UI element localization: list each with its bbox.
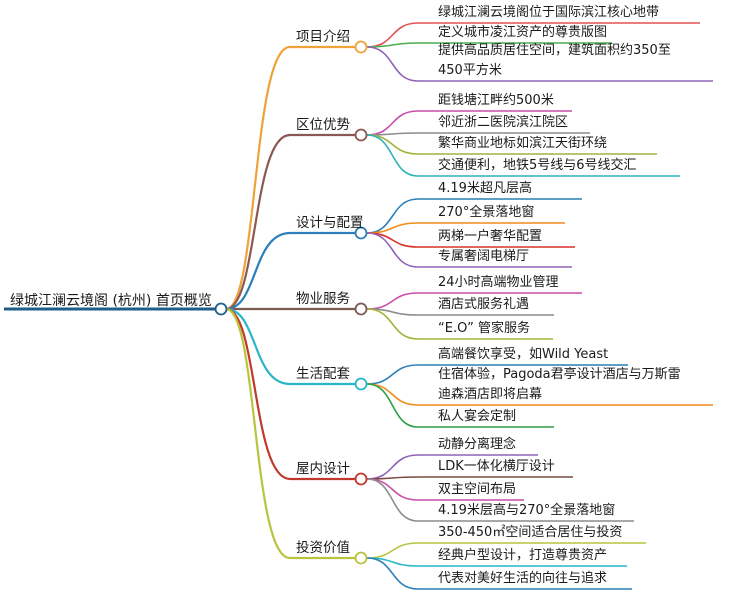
leaf-connector	[366, 476, 573, 480]
leaf-connector	[366, 134, 680, 177]
category-node	[354, 551, 368, 565]
leaf-label: 提供高品质居住空间，建筑面积约350至	[438, 43, 671, 58]
category-label: 投资价值	[296, 540, 350, 556]
category-node	[354, 302, 368, 316]
leaf-connector	[366, 232, 572, 268]
root-node	[214, 302, 228, 316]
leaf-connector	[366, 292, 582, 310]
leaf-connector	[366, 308, 553, 340]
branch-connector	[225, 307, 355, 481]
leaf-connector	[366, 557, 632, 590]
leaf-label: 距钱塘江畔约500米	[438, 93, 554, 108]
leaf-label: 高端餐饮享受，如Wild Yeast	[438, 347, 609, 362]
leaf-label: 24小时高端物业管理	[438, 275, 559, 290]
leaf-label: 迪森酒店即将启幕	[438, 387, 543, 402]
leaf-label: 繁华商业地标如滨江天街环绕	[438, 136, 608, 151]
leaf-label: 动静分离理念	[438, 437, 517, 452]
leaf-connector	[366, 46, 713, 82]
leaf-label: 经典户型设计，打造尊贵资产	[438, 548, 608, 563]
branch-connector	[225, 307, 355, 386]
leaf-label: 两梯一户奢华配置	[438, 229, 543, 244]
branch-connector	[225, 307, 355, 560]
branch-connector	[225, 45, 355, 311]
leaf-connector	[366, 478, 634, 522]
leaf-label: 酒店式服务礼遇	[438, 297, 530, 312]
category-label: 项目介绍	[296, 29, 350, 45]
category-node	[354, 128, 368, 142]
leaf-label: 交通便利，地铁5号线与6号线交汇	[438, 158, 637, 173]
leaf-label: 4.19米超凡层高	[438, 181, 532, 196]
leaf-label: “E.O” 管家服务	[438, 321, 530, 336]
branch-connector	[225, 133, 355, 311]
leaf-connector	[366, 198, 582, 234]
leaf-label: 住宿体验，Pagoda君亭设计酒店与万斯雷	[438, 367, 681, 382]
leaf-label: 450平方米	[438, 63, 502, 78]
leaf-label: 专属奢阔电梯厅	[438, 249, 530, 264]
leaf-connector	[366, 364, 628, 385]
leaf-label: 邻近浙二医院滨江院区	[438, 115, 569, 130]
leaf-label: 代表对美好生活的向往与追求	[438, 571, 608, 586]
leaf-label: 4.19米层高与270°全景落地窗	[438, 503, 616, 518]
branch-connector	[225, 231, 355, 311]
root-node-label: 绿城江澜云境阁 (杭州) 首页概览	[10, 293, 212, 309]
category-node	[354, 40, 368, 54]
leaf-label: 270°全景落地窗	[438, 205, 535, 220]
category-label: 屋内设计	[296, 461, 350, 477]
category-node	[354, 377, 368, 391]
category-label: 区位优势	[296, 117, 350, 133]
leaf-label: 绿城江澜云境阁位于国际滨江核心地带	[438, 5, 660, 20]
leaf-label: LDK一体化横厅设计	[438, 459, 555, 474]
leaf-connector	[366, 222, 565, 234]
leaf-connector	[366, 542, 646, 559]
leaf-connector	[366, 383, 554, 428]
category-label: 物业服务	[296, 291, 350, 307]
leaf-label: 私人宴会定制	[438, 409, 517, 424]
category-node	[354, 472, 368, 486]
category-label: 设计与配置	[296, 215, 364, 231]
leaf-label: 定义城市凌江资产的尊贵版图	[438, 25, 608, 40]
leaf-connector	[366, 42, 612, 48]
category-label: 生活配套	[296, 366, 350, 382]
leaf-label: 350-450㎡空间适合居住与投资	[438, 525, 623, 540]
category-node	[354, 226, 368, 240]
leaf-label: 双主空间布局	[438, 482, 517, 497]
